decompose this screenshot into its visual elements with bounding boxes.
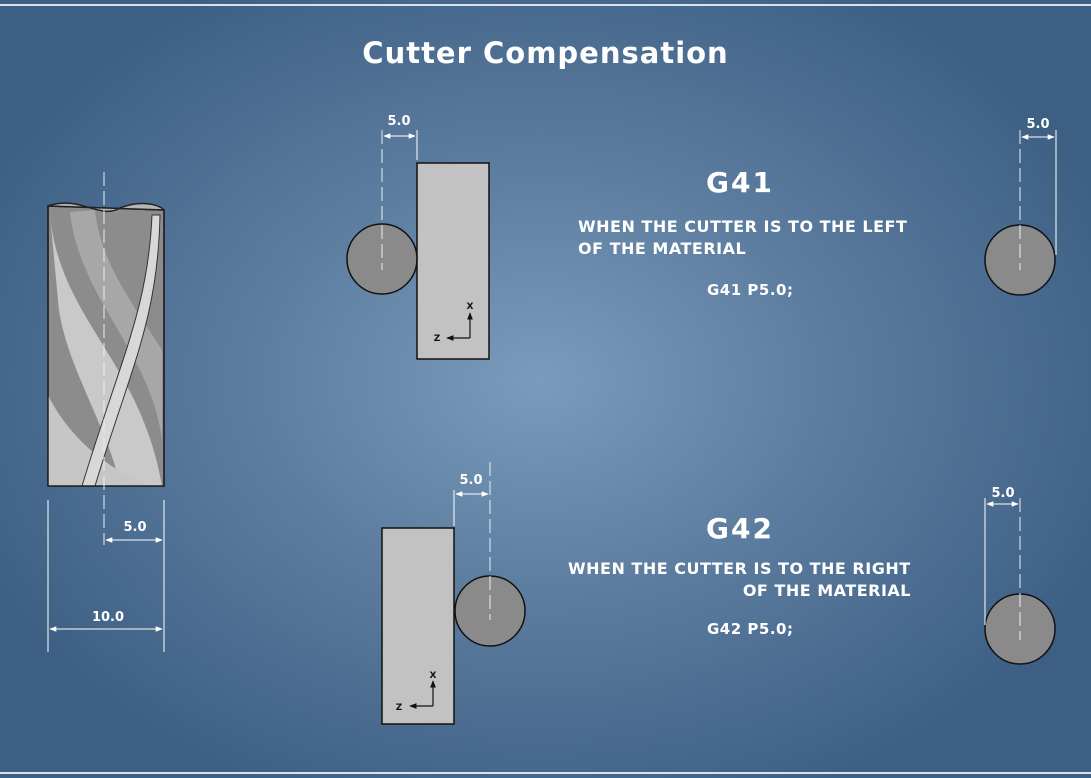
g42-command: G42 P5.0;: [707, 620, 794, 638]
g41-description-line1: WHEN THE CUTTER IS TO THE LEFT: [578, 217, 908, 236]
g41-axis-x-label: X: [467, 302, 474, 312]
g42-material-block: [381, 527, 455, 725]
g41-material-block: [416, 162, 490, 360]
g42-axis-x-label: X: [430, 671, 437, 681]
top-border: [0, 4, 1091, 6]
g42-description-line1: WHEN THE CUTTER IS TO THE RIGHT: [568, 559, 911, 578]
g42-axis-z-label: Z: [396, 703, 403, 713]
g41-right-dimension-label: 5.0: [1026, 117, 1049, 132]
g41-command: G41 P5.0;: [707, 281, 794, 299]
g41-heading: G41: [706, 166, 774, 199]
g42-description-line2: OF THE MATERIAL: [742, 581, 911, 600]
g41-cutter: [346, 223, 418, 295]
drill-bit: [47, 202, 165, 487]
g41-axis-z-label: Z: [434, 334, 441, 344]
drill-dimensions: [47, 500, 165, 652]
g41-dimension-label: 5.0: [387, 114, 410, 129]
g42-axis-indicator: [409, 680, 436, 709]
g42-dimension-label: 5.0: [459, 473, 482, 488]
drill-radius-label: 5.0: [123, 520, 146, 535]
bottom-border: [0, 772, 1091, 774]
g41-axis-indicator: [446, 312, 473, 341]
g41-description-line2: OF THE MATERIAL: [578, 239, 747, 258]
g42-right-dimension-label: 5.0: [991, 486, 1014, 501]
page-title: Cutter Compensation: [362, 36, 729, 70]
drill-diameter-label: 10.0: [92, 610, 124, 625]
g42-heading: G42: [706, 512, 774, 545]
